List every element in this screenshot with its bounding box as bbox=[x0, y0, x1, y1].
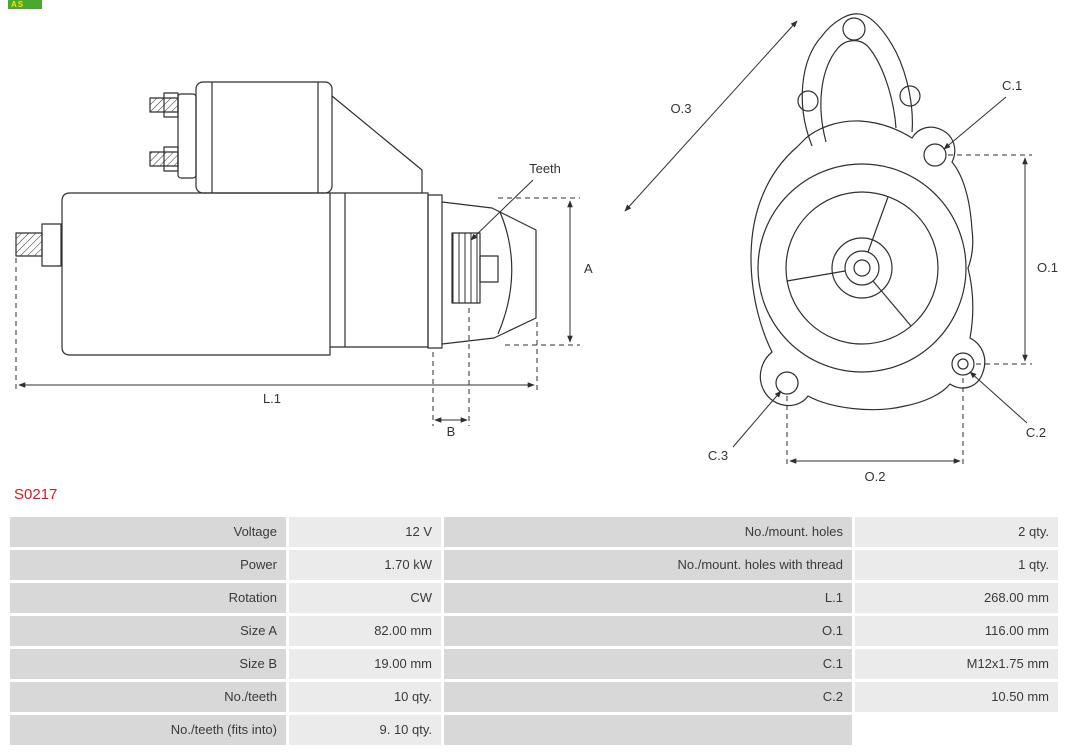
spec-value-c2: 10.50 mm bbox=[855, 682, 1058, 712]
dim-c3-leader bbox=[732, 390, 782, 448]
bracket-top-hole bbox=[842, 17, 866, 41]
front-view-dimensions bbox=[624, 20, 1032, 468]
stud-block bbox=[41, 223, 62, 267]
spec-value-teeth: 10 qty. bbox=[289, 682, 441, 712]
front-view-drawing bbox=[750, 13, 986, 411]
spec-label-voltage: Voltage bbox=[10, 517, 286, 547]
spec-label-c1: C.1 bbox=[444, 649, 852, 679]
spec-label-empty bbox=[444, 715, 852, 745]
dim-c2-leader bbox=[969, 371, 1028, 424]
spec-value-l1: 268.00 mm bbox=[855, 583, 1058, 613]
spec-value-size-a: 82.00 mm bbox=[289, 616, 441, 646]
bracket-boss-left bbox=[797, 90, 819, 112]
spec-label-teeth: No./teeth bbox=[10, 682, 286, 712]
as-logo-text: AS bbox=[11, 0, 25, 9]
spec-label-size-a: Size A bbox=[10, 616, 286, 646]
mount-hole-c2 bbox=[951, 352, 975, 376]
starter-motor-technical-drawing: Teeth A L.1 B bbox=[15, 13, 1058, 484]
spec-label-o1: O.1 bbox=[444, 616, 852, 646]
spec-value-voltage: 12 V bbox=[289, 517, 441, 547]
spec-label-c2: C.2 bbox=[444, 682, 852, 712]
dim-l1-label: L.1 bbox=[263, 391, 281, 406]
part-number: S0217 bbox=[14, 486, 58, 503]
mount-hole-c1 bbox=[923, 143, 947, 167]
drive-housing bbox=[441, 201, 537, 345]
solenoid bbox=[195, 81, 333, 194]
dim-b-label: B bbox=[447, 424, 456, 439]
spec-value-o1: 116.00 mm bbox=[855, 616, 1058, 646]
pinion-shaft bbox=[479, 255, 499, 283]
teeth-leader-line bbox=[470, 179, 534, 241]
spec-label-mount-holes: No./mount. holes bbox=[444, 517, 852, 547]
dim-o1-label: O.1 bbox=[1037, 260, 1058, 275]
side-view-dimensions bbox=[15, 179, 580, 426]
spec-value-rotation: CW bbox=[289, 583, 441, 613]
as-logo: AS bbox=[8, 0, 42, 9]
dim-o3-line bbox=[624, 20, 798, 212]
top-bracket-inner bbox=[820, 40, 897, 143]
dim-o3-label: O.3 bbox=[671, 101, 692, 116]
spec-label-l1: L.1 bbox=[444, 583, 852, 613]
spec-label-mount-holes-thread: No./mount. holes with thread bbox=[444, 550, 852, 580]
mounting-flange bbox=[427, 194, 443, 349]
spec-value-teeth-fits-into: 9. 10 qty. bbox=[289, 715, 441, 745]
dim-o2-label: O.2 bbox=[865, 469, 886, 484]
pinion-gear bbox=[451, 232, 481, 304]
spec-value-size-b: 19.00 mm bbox=[289, 649, 441, 679]
spec-value-empty bbox=[855, 715, 1058, 745]
teeth-label: Teeth bbox=[529, 161, 561, 176]
spec-label-size-b: Size B bbox=[10, 649, 286, 679]
dim-a-label: A bbox=[584, 261, 593, 276]
side-view-drawing bbox=[15, 81, 537, 356]
mount-hole-c3 bbox=[775, 371, 799, 395]
dim-c3-label: C.3 bbox=[708, 448, 728, 463]
dim-c2-label: C.2 bbox=[1026, 425, 1046, 440]
shaft-center bbox=[853, 259, 871, 277]
spec-label-power: Power bbox=[10, 550, 286, 580]
spec-table: Voltage 12 V No./mount. holes 2 qty. Pow… bbox=[10, 517, 1058, 745]
motor-body bbox=[61, 192, 429, 356]
spec-label-rotation: Rotation bbox=[10, 583, 286, 613]
dim-c1-label: C.1 bbox=[1002, 78, 1022, 93]
spec-value-mount-holes-thread: 1 qty. bbox=[855, 550, 1058, 580]
stud-thread bbox=[15, 232, 43, 257]
spec-value-mount-holes: 2 qty. bbox=[855, 517, 1058, 547]
dim-c1-leader bbox=[943, 96, 1007, 150]
flange-contour bbox=[750, 120, 986, 411]
spec-value-power: 1.70 kW bbox=[289, 550, 441, 580]
bracket-boss-right bbox=[899, 85, 921, 107]
spec-label-teeth-fits-into: No./teeth (fits into) bbox=[10, 715, 286, 745]
solenoid-end-cap bbox=[177, 93, 197, 179]
spec-value-c1: M12x1.75 mm bbox=[855, 649, 1058, 679]
top-bracket-outer bbox=[801, 13, 913, 147]
